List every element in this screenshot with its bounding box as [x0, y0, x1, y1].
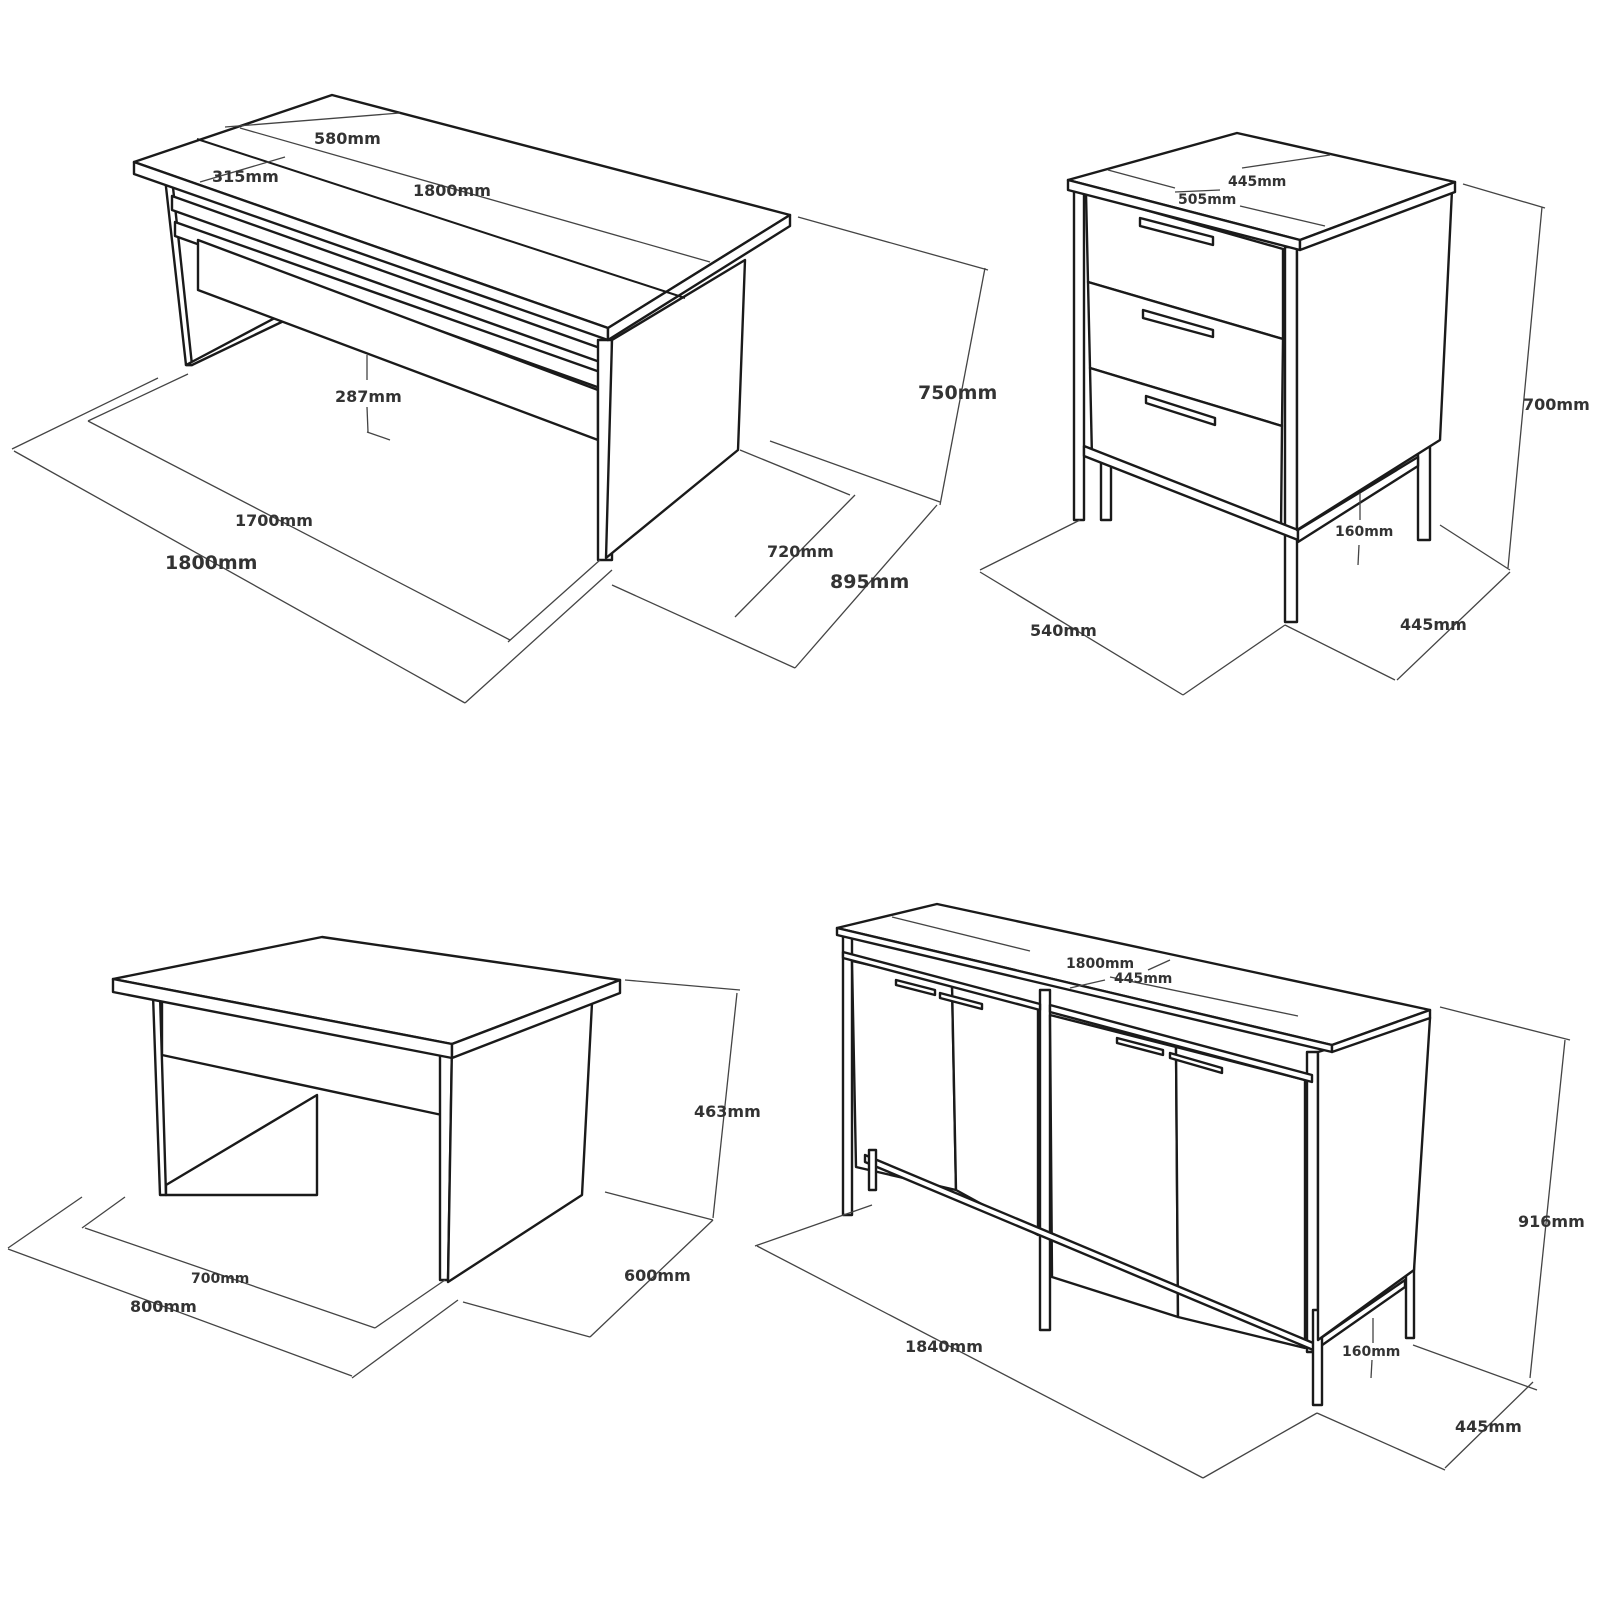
drawer-unit-leg-height-label: 160mm — [1335, 524, 1393, 540]
side-table-height-label: 463mm — [694, 1102, 761, 1121]
sideboard-top-depth-label: 445mm — [1114, 971, 1172, 987]
drawer-unit-top-depth-label: 445mm — [1228, 174, 1286, 190]
side-table-depth-label: 600mm — [624, 1266, 691, 1285]
side-table-drawing — [7, 935, 741, 1379]
drawer-unit-width-label: 540mm — [1030, 621, 1097, 640]
drawer-unit-drawing — [979, 131, 1546, 696]
sideboard-depth-label: 445mm — [1455, 1417, 1522, 1436]
sideboard-top-length-label: 1800mm — [1066, 956, 1134, 972]
sideboard-leg-height-label: 160mm — [1342, 1344, 1400, 1360]
sideboard-height-label: 916mm — [1518, 1212, 1585, 1231]
sideboard-length-label: 1840mm — [905, 1337, 983, 1356]
drawer-unit-top-width-label: 505mm — [1178, 192, 1236, 208]
side-table-width-label: 800mm — [130, 1297, 197, 1316]
desk-modesty-panel-label: 287mm — [335, 387, 402, 406]
desk-inner-depth-label: 720mm — [767, 542, 834, 561]
drawer-unit-height-label: 700mm — [1523, 395, 1590, 414]
sideboard-drawing — [754, 902, 1571, 1479]
desk-top-length-label: 1800mm — [413, 181, 491, 200]
desk-top-offset-label: 315mm — [212, 167, 279, 186]
desk-height-label: 750mm — [918, 382, 997, 404]
desk-inner-length-label: 1700mm — [235, 511, 313, 530]
desk-drawing — [11, 93, 989, 704]
desk-overall-length-label: 1800mm — [165, 552, 257, 574]
side-table-inner-width-label: 700mm — [191, 1271, 249, 1287]
desk-overall-depth-label: 895mm — [830, 571, 909, 593]
drawer-unit-depth-label: 445mm — [1400, 615, 1467, 634]
desk-top-depth-label: 580mm — [314, 129, 381, 148]
